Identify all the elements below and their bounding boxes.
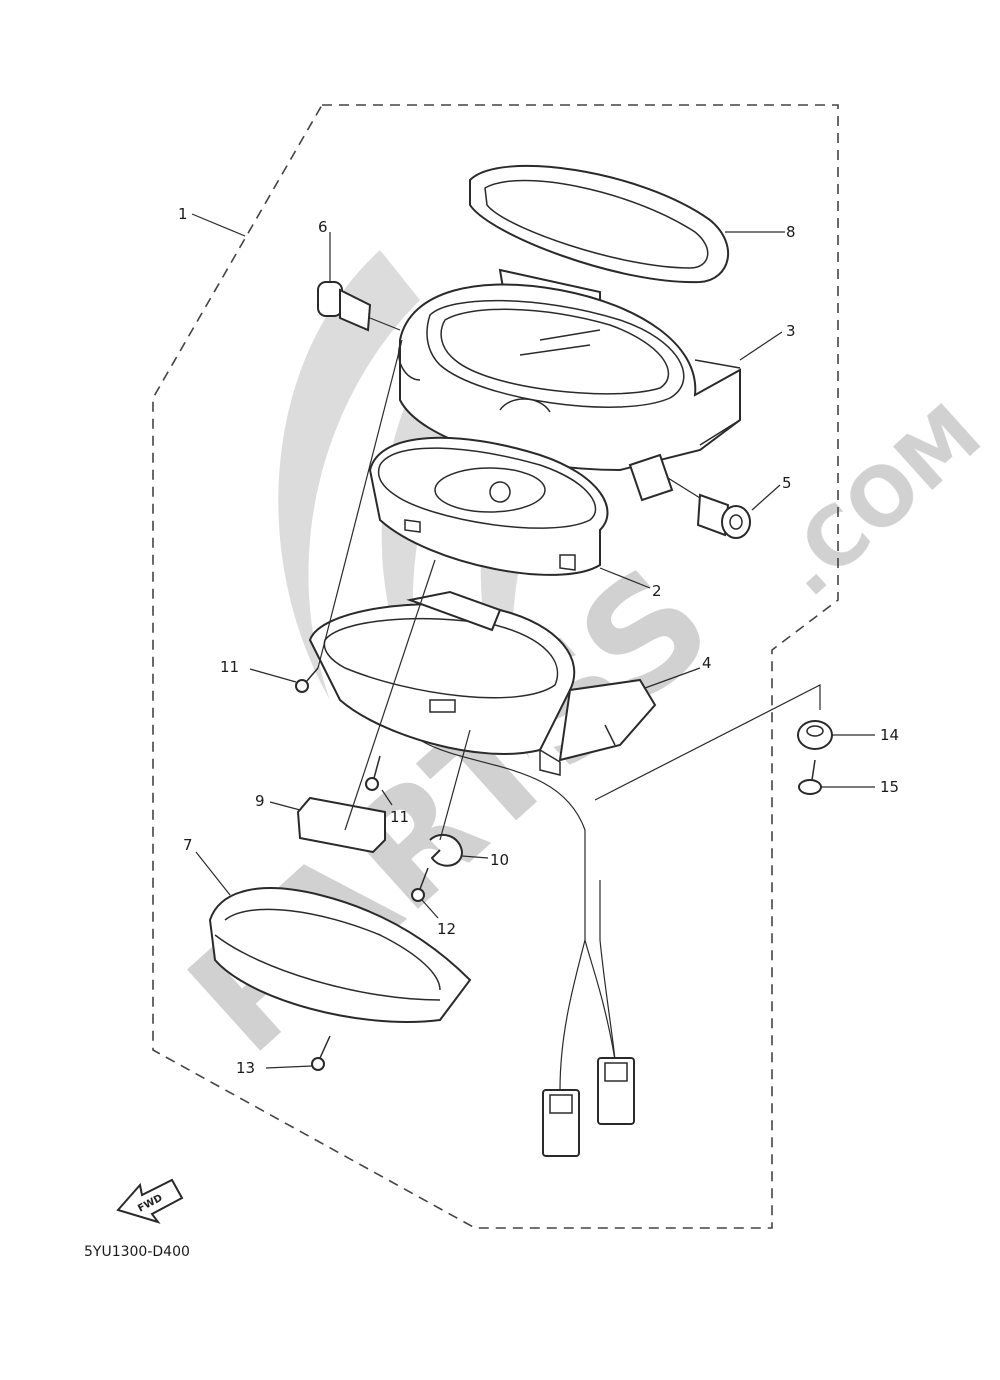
callout-11b: 11 [390, 808, 409, 826]
callout-15: 15 [880, 778, 899, 796]
meter-bracket [308, 590, 657, 776]
callout-5: 5 [782, 474, 792, 492]
callout-11a: 11 [220, 658, 239, 676]
bezel-ring [469, 164, 729, 284]
forward-arrow: FWD [116, 1178, 184, 1224]
bulb-socket-6 [317, 281, 401, 332]
screw-11b [365, 755, 381, 791]
callout-2: 2 [652, 582, 662, 600]
callout-7: 7 [183, 836, 193, 854]
callout-8: 8 [786, 223, 796, 241]
callout-1: 1 [178, 205, 188, 223]
meter-assembly [368, 436, 609, 576]
grommet-9 [296, 796, 386, 854]
diagram-code: 5YU1300-D400 [84, 1244, 190, 1260]
screw-15 [798, 759, 822, 795]
callout-9: 9 [255, 792, 265, 810]
callout-3: 3 [786, 322, 796, 340]
bulb-socket-5 [628, 453, 751, 539]
lower-cover [208, 887, 472, 1023]
callout-4: 4 [702, 654, 712, 672]
callout-13: 13 [236, 1059, 255, 1077]
callout-6: 6 [318, 218, 328, 236]
callout-12: 12 [437, 920, 456, 938]
wire-harness [419, 739, 635, 1157]
screw-12 [411, 867, 429, 902]
assembly-boundary [152, 104, 839, 1229]
screw-11a [295, 667, 319, 693]
leader-lines [191, 213, 875, 1069]
screw-13 [311, 1035, 331, 1071]
callout-14: 14 [880, 726, 899, 744]
callout-10: 10 [490, 851, 509, 869]
watermark-suffix: .COM [760, 387, 998, 615]
grommet-14 [797, 720, 833, 750]
watermark-swoosh [278, 250, 420, 700]
